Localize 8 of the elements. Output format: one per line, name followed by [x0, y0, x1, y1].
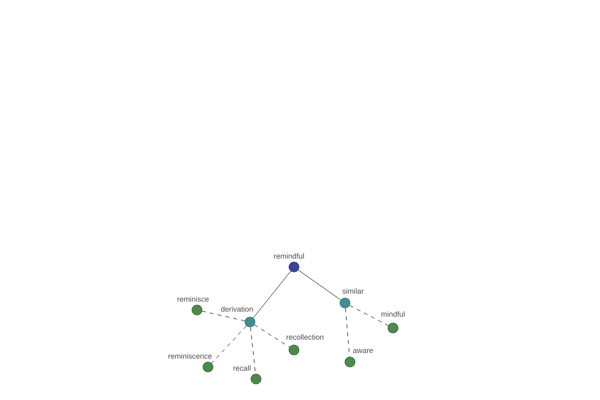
connector-line [345, 308, 350, 357]
connector-line [349, 305, 389, 326]
connector-line [202, 310, 246, 322]
connector-line [211, 326, 247, 364]
connector-line [253, 270, 291, 318]
connector-line [250, 327, 256, 374]
connector-line [254, 324, 290, 348]
connector-line [298, 270, 341, 300]
